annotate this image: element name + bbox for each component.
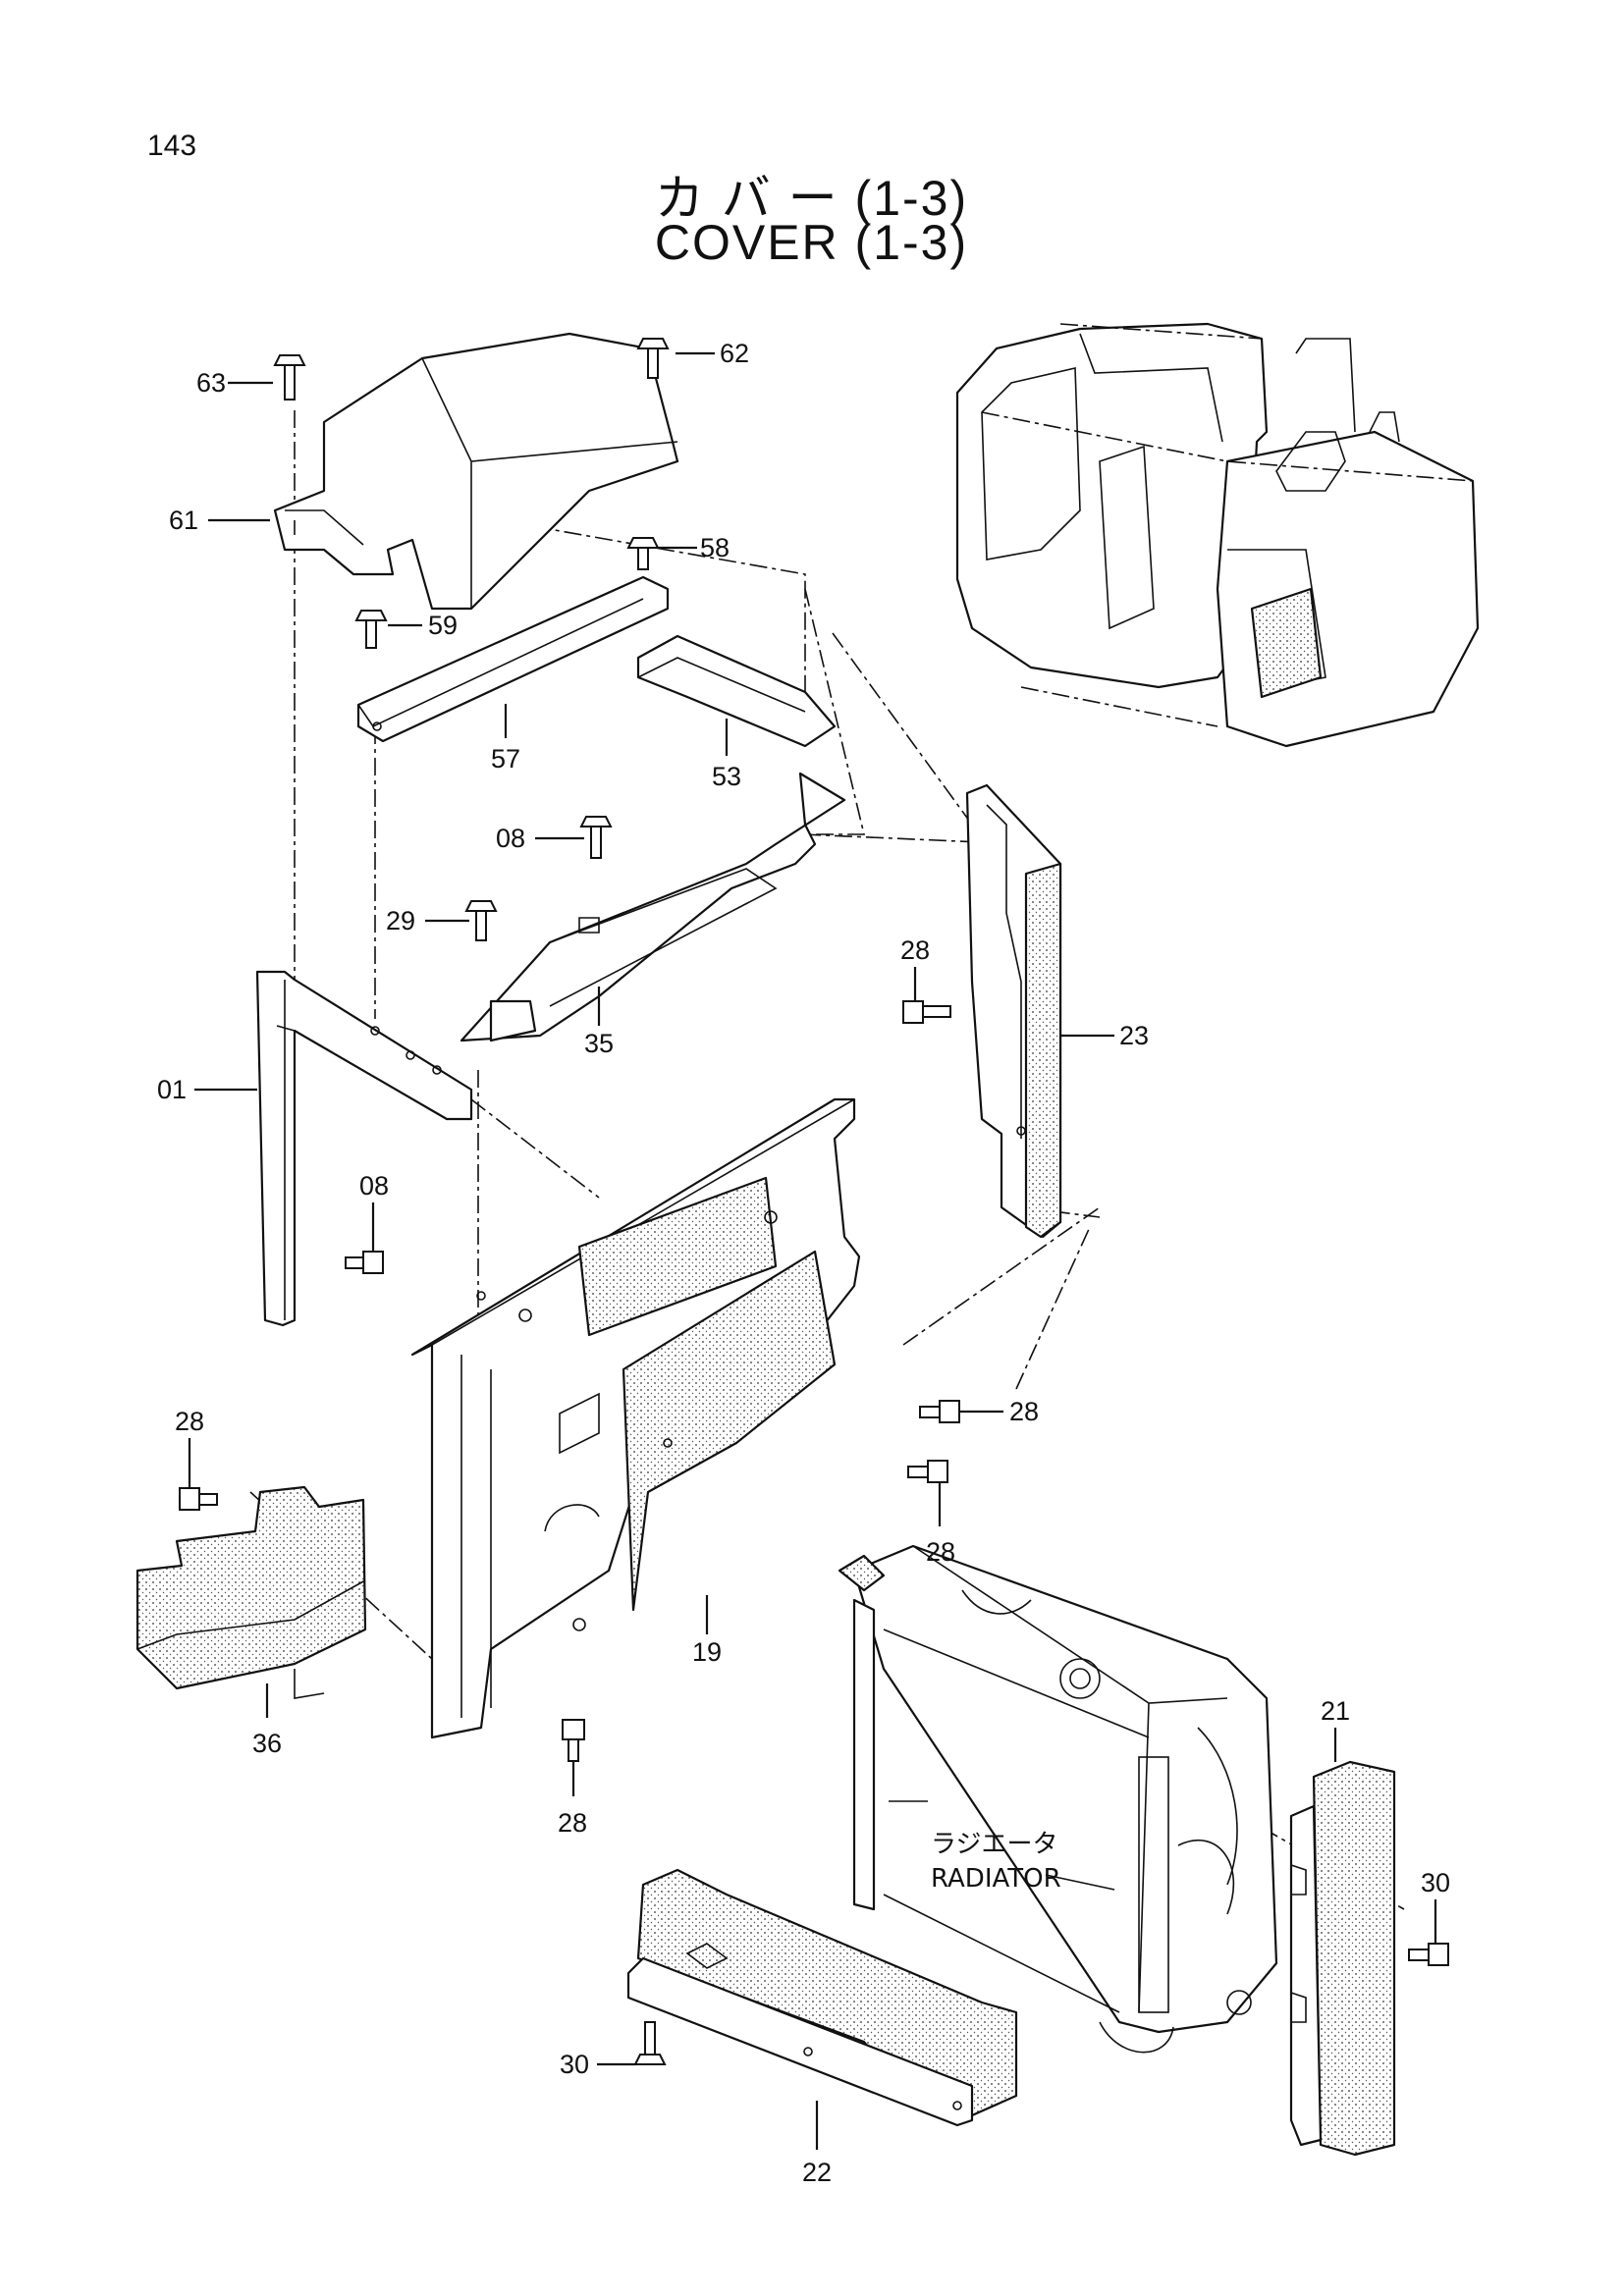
callout-28-mid: 28 [926,1537,955,1567]
callout-22: 22 [802,2158,832,2187]
callout-01: 01 [157,1075,187,1104]
title-english: COVER (1-3) [654,215,969,270]
page-number: 143 [147,130,197,162]
callout-57: 57 [491,744,520,774]
part-22-foam-strip [626,1868,1018,2127]
bolt-28-left [179,1487,218,1511]
callout-08-upper: 08 [496,824,525,853]
callout-63: 63 [196,368,226,398]
callout-61: 61 [169,506,198,535]
radiator-label-english: RADIATOR [931,1864,1061,1894]
callout-28-bottom: 28 [558,1808,587,1838]
callout-59: 59 [428,611,458,640]
part-23-side-panel [965,783,1062,1239]
part-21-foam-strip [1289,1760,1396,2157]
callout-21: 21 [1321,1696,1350,1726]
callout-35: 35 [584,1029,614,1058]
callout-08-lower: 08 [359,1171,389,1201]
part-53-plate [636,634,837,748]
bolt-58 [626,537,660,570]
bolt-28-bottom [562,1719,585,1762]
bolt-30-bottom [633,2021,667,2065]
callout-28-right: 28 [1009,1397,1039,1426]
radiator-label-japanese: ラジエータ [931,1830,1057,1859]
bolt-08-lower [345,1251,384,1274]
callout-28-upper: 28 [900,935,930,965]
part-35-bracket [460,772,846,1042]
callout-30-bottom: 30 [560,2050,589,2079]
bolt-08-upper [579,816,613,859]
part-19-panel [410,1097,861,1739]
bolt-29 [464,900,498,941]
part-01-frame [255,970,473,1327]
callout-62: 62 [720,339,749,368]
callout-30-right: 30 [1421,1868,1450,1897]
title-japanese: カ バ ー (1-3) [654,171,969,226]
part-36-foam-block [135,1485,367,1699]
bolt-28-upper [902,1000,951,1024]
callout-numbers: 63 62 61 58 59 57 53 08 29 35 28 23 01 0… [157,339,1450,2187]
bolt-30-right [1408,1943,1449,1966]
bolt-63 [273,354,306,400]
callout-19: 19 [692,1637,722,1667]
callout-23: 23 [1119,1021,1149,1050]
callout-58: 58 [700,533,730,562]
callout-28-left: 28 [175,1407,204,1436]
bolt-28-mid [907,1460,948,1483]
part-57-bracket [356,575,670,743]
excavator-overview-illustration [955,322,1480,748]
callout-53: 53 [712,762,741,791]
radiator-illustration [838,1544,1278,2054]
callout-29: 29 [386,906,415,935]
bolt-62 [636,338,670,379]
callout-leader-lines [188,351,1437,2150]
part-61-top-cover [273,332,679,611]
bolt-28-right [919,1400,960,1423]
callout-36: 36 [252,1729,282,1758]
bolt-59 [354,610,388,649]
